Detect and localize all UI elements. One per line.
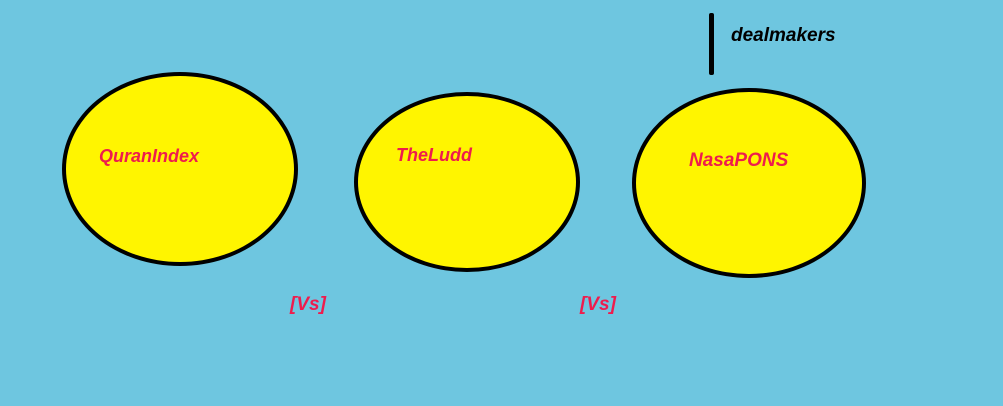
marker-line <box>709 13 714 75</box>
label-nasapons: NasaPONS <box>689 150 789 171</box>
vs-label-1: [Vs] <box>290 294 326 315</box>
label-quranindex: QuranIndex <box>99 146 200 166</box>
vs-label-2: [Vs] <box>580 294 616 315</box>
label-theludd: TheLudd <box>396 145 472 165</box>
ellipse-nasapons <box>632 88 866 278</box>
ellipse-quranindex <box>62 72 298 266</box>
ellipse-theludd <box>354 92 580 272</box>
caption-dealmakers: dealmakers <box>731 25 836 46</box>
